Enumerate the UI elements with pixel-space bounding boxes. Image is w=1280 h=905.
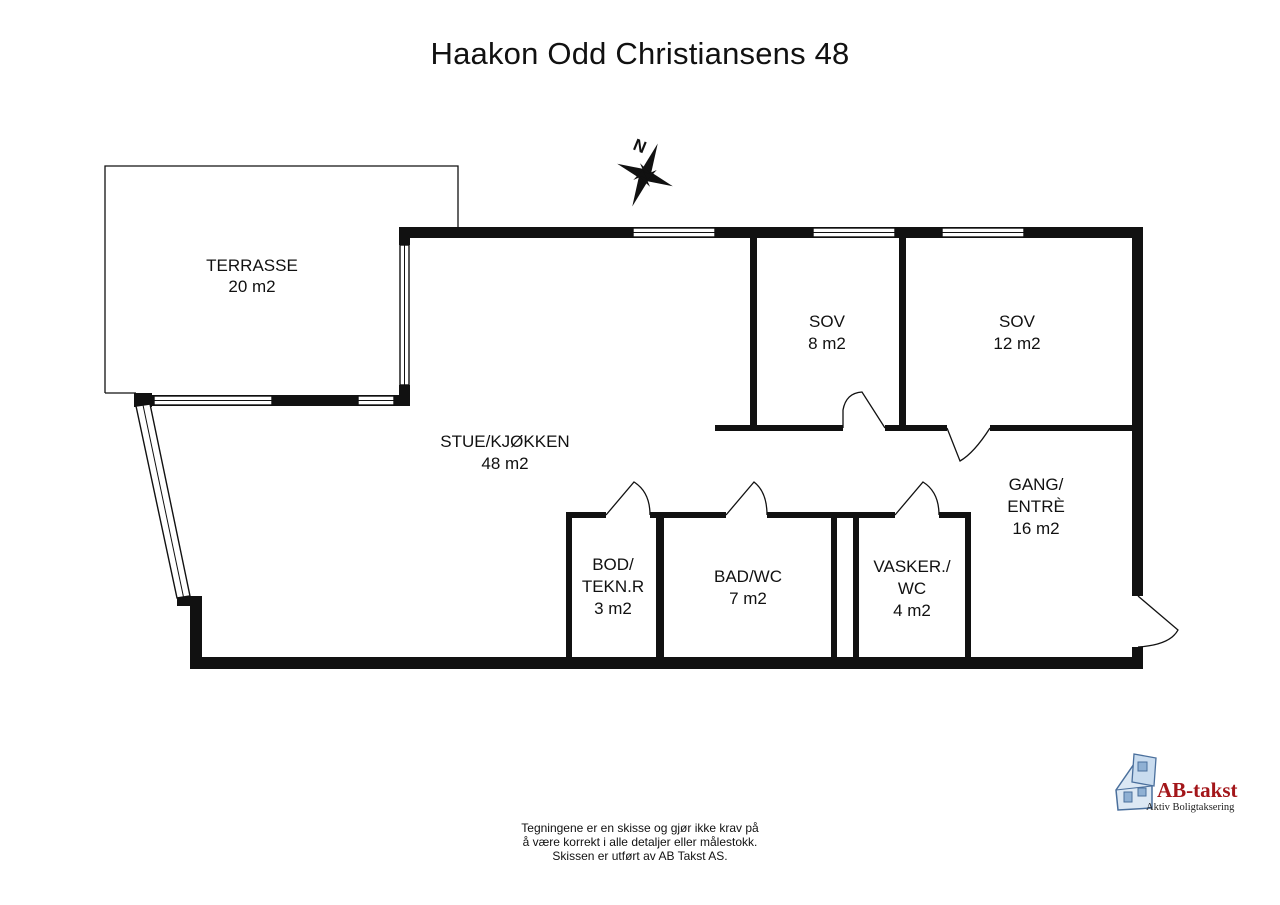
room-area-bad: 7 m2 bbox=[729, 589, 767, 608]
company-logo: AB-takst Aktiv Boligtaksering bbox=[1112, 750, 1242, 820]
room-name-terrasse: TERRASSE bbox=[206, 256, 298, 275]
compass-icon bbox=[617, 143, 673, 207]
room-labels: TERRASSE 20 m2 STUE/KJØKKEN 48 m2 SOV 8 … bbox=[206, 256, 1065, 620]
logo-brand: AB-takst bbox=[1157, 778, 1238, 802]
room-name-gang: GANG/ bbox=[1009, 475, 1064, 494]
room-name-bad: BAD/WC bbox=[714, 567, 782, 586]
room-name-sov-large: SOV bbox=[999, 312, 1036, 331]
terrace-outline bbox=[104, 165, 459, 394]
room-area-gang: 16 m2 bbox=[1012, 519, 1059, 538]
doors bbox=[605, 391, 1179, 648]
room-name2-vask: WC bbox=[898, 579, 926, 598]
room-name2-bod: TEKN.R bbox=[582, 577, 644, 596]
room-area-stue-kjokken: 48 m2 bbox=[481, 454, 528, 473]
room-name-vask: VASKER./ bbox=[873, 557, 950, 576]
room-name-bod: BOD/ bbox=[592, 555, 634, 574]
disclaimer-line: Skissen er utført av AB Takst AS. bbox=[552, 849, 728, 863]
disclaimer-line: å være korrekt i alle detaljer eller mål… bbox=[522, 835, 758, 849]
interior-walls bbox=[566, 227, 1138, 662]
room-area-vask: 4 m2 bbox=[893, 601, 931, 620]
room-name2-gang: ENTRÈ bbox=[1007, 497, 1065, 516]
room-name-stue-kjokken: STUE/KJØKKEN bbox=[440, 432, 569, 451]
room-area-terrasse: 20 m2 bbox=[228, 277, 275, 296]
room-area-sov-large: 12 m2 bbox=[993, 334, 1040, 353]
windows bbox=[135, 227, 1025, 599]
logo-tagline: Aktiv Boligtaksering bbox=[1146, 802, 1235, 813]
room-area-bod: 3 m2 bbox=[594, 599, 632, 618]
exterior-walls bbox=[134, 227, 1143, 669]
page-title: Haakon Odd Christiansens 48 bbox=[430, 36, 850, 71]
disclaimer: Tegningene er en skisse og gjør ikke kra… bbox=[440, 821, 840, 863]
room-area-sov-small: 8 m2 bbox=[808, 334, 846, 353]
disclaimer-line: Tegningene er en skisse og gjør ikke kra… bbox=[521, 821, 759, 835]
house-logo-icon bbox=[1115, 753, 1157, 811]
compass-north-label: N bbox=[631, 135, 650, 157]
room-name-sov-small: SOV bbox=[809, 312, 846, 331]
